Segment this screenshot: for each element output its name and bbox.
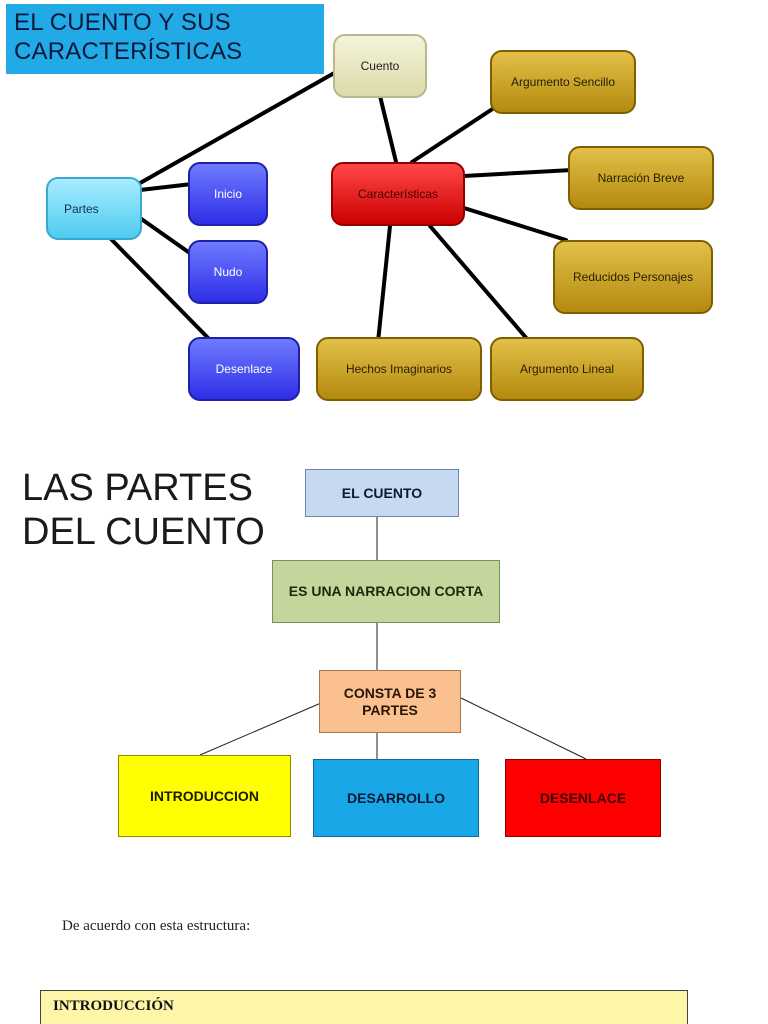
- box-el-cuento: EL CUENTO: [305, 469, 459, 517]
- line-partes-inicio: [138, 182, 194, 192]
- node-inicio: Inicio: [188, 162, 268, 226]
- node-caracteristicas: Características: [331, 162, 465, 226]
- line-carac-argumento-sencillo: [410, 102, 502, 164]
- line-consta-introduccion: [199, 702, 322, 756]
- structure-paragraph: De acuerdo con esta estructura:: [62, 918, 251, 934]
- node-reducidos-personajes: Reducidos Personajes: [553, 240, 713, 314]
- box-desenlace: DESENLACE: [505, 759, 661, 837]
- line-cuento-caracteristicas: [378, 94, 400, 172]
- box-narracion-corta: ES UNA NARRACION CORTA: [272, 560, 500, 623]
- node-cuento: Cuento: [333, 34, 427, 98]
- node-nudo: Nudo: [188, 240, 268, 304]
- introduccion-heading-box: INTRODUCCIÓN: [40, 990, 688, 1024]
- node-desenlace: Desenlace: [188, 337, 300, 401]
- line-consta-desenlace: [460, 697, 587, 760]
- line-carac-narracion-breve: [462, 168, 574, 178]
- line-partes-desenlace: [108, 236, 216, 346]
- line-carac-reducidos: [462, 206, 568, 242]
- line-carac-argumento-lineal: [428, 224, 530, 342]
- node-hechos-imaginarios: Hechos Imaginarios: [316, 337, 482, 401]
- mindmap-title: EL CUENTO Y SUS CARACTERÍSTICAS: [6, 4, 324, 74]
- node-partes: Partes: [46, 177, 142, 240]
- tree-connectors: [199, 517, 587, 760]
- box-desarrollo: DESARROLLO: [313, 759, 479, 837]
- node-argumento-lineal: Argumento Lineal: [490, 337, 644, 401]
- box-introduccion: INTRODUCCION: [118, 755, 291, 837]
- line-partes-nudo: [138, 216, 196, 258]
- node-argumento-sencillo: Argumento Sencillo: [490, 50, 636, 114]
- parts-title: LAS PARTES DEL CUENTO: [22, 467, 265, 553]
- introduccion-heading: INTRODUCCIÓN: [53, 998, 174, 1014]
- line-carac-hechos: [376, 224, 392, 344]
- node-narracion-breve: Narración Breve: [568, 146, 714, 210]
- box-consta-de-3-partes: CONSTA DE 3 PARTES: [319, 670, 461, 733]
